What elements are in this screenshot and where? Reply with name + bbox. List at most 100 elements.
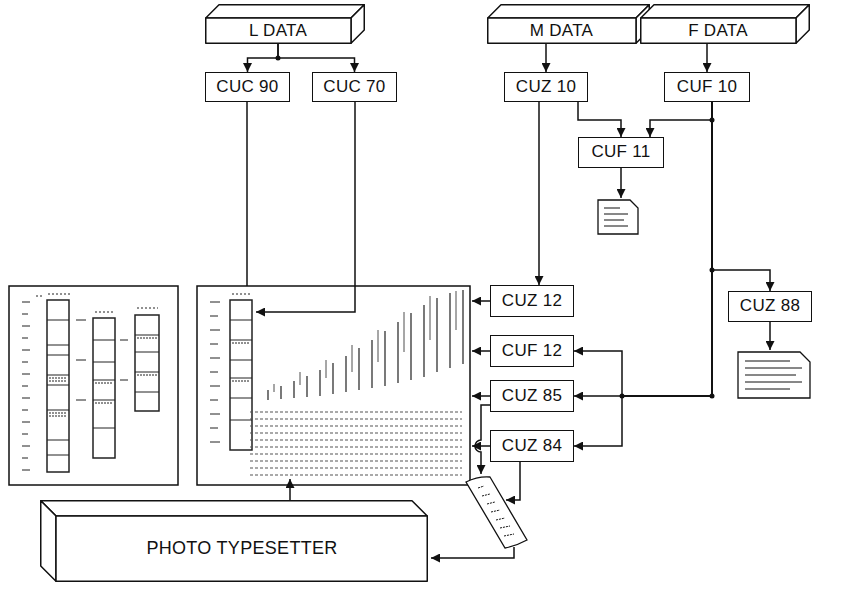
- flow-line: [431, 547, 514, 558]
- process-box: CUC 90: [205, 72, 290, 102]
- process-box: CUZ 85: [490, 380, 574, 412]
- slab-face: [56, 516, 427, 581]
- junction-dot: [276, 56, 281, 61]
- data-file-box: F DATA: [640, 4, 810, 44]
- process-box: CUZ 88: [728, 291, 812, 322]
- log-sketch: [49, 378, 67, 416]
- log-sketch: [210, 302, 220, 442]
- slab-face: [206, 5, 365, 18]
- data-file-box: M DATA: [487, 4, 650, 44]
- device-box: PHOTO TYPESETTER: [40, 500, 428, 582]
- process-box: CUF 12: [490, 335, 574, 367]
- slab-face: [41, 501, 428, 516]
- slab-face: [641, 18, 796, 43]
- junction-dot: [710, 118, 715, 123]
- flow-connector: [578, 102, 621, 137]
- flow-connector: [545, 44, 547, 72]
- flow-connector: [574, 102, 712, 396]
- slab-face: [41, 501, 56, 582]
- text-block-sketch: [250, 412, 462, 475]
- log-sketch: [137, 338, 157, 375]
- log-sketch: [22, 302, 30, 470]
- slab-face: [641, 5, 810, 18]
- log-panel: [197, 286, 470, 485]
- node-label: CUF 11: [591, 143, 650, 162]
- log-sketch: [93, 340, 115, 428]
- process-box: CUF 10: [664, 72, 750, 102]
- data-file-box: L DATA: [205, 4, 365, 44]
- flow-line: [620, 168, 622, 198]
- flow-connector: [278, 44, 355, 72]
- log-sketch: [230, 320, 252, 420]
- slab-face: [488, 18, 636, 43]
- node-label: CUZ 84: [502, 437, 562, 456]
- log-sketch: [232, 343, 250, 381]
- printout-symbol: [745, 361, 802, 389]
- flow-line: [506, 462, 520, 500]
- node-label: CUZ 10: [516, 78, 576, 97]
- log-sketch: [36, 294, 158, 312]
- depth-bars: [268, 290, 463, 400]
- junction-dot: [710, 268, 715, 273]
- node-label: CUF 12: [502, 342, 562, 361]
- node-label: M DATA: [530, 22, 594, 41]
- node-label: PHOTO TYPESETTER: [146, 539, 337, 559]
- depth-bars: [268, 290, 463, 400]
- log-panel: [9, 286, 178, 485]
- flow-line: [769, 322, 771, 350]
- log-sketch: [135, 335, 159, 392]
- log-sketch: [22, 294, 159, 472]
- node-label: CUZ 85: [502, 387, 562, 406]
- log-sketch: [230, 300, 252, 450]
- log-sketch: [47, 320, 69, 455]
- log-sketch: [47, 300, 69, 472]
- flow-connector: [248, 44, 279, 72]
- node-label: CUC 90: [216, 78, 278, 97]
- slab-face: [206, 18, 351, 43]
- slab-face: [796, 5, 809, 44]
- slab-face: [351, 5, 364, 44]
- flow-connector: [574, 102, 712, 446]
- log-sketch: [76, 320, 128, 400]
- paper-tape: [478, 486, 514, 536]
- flow-line: [256, 102, 355, 312]
- flow-connector: [574, 102, 712, 396]
- flow-connector: [538, 102, 540, 285]
- flow-line: [472, 395, 490, 397]
- node-label: CUF 10: [677, 78, 737, 97]
- process-box: CUZ 12: [490, 285, 574, 317]
- depth-bars: [274, 291, 456, 392]
- log-sketch: [135, 315, 159, 411]
- flow-connector: [706, 44, 708, 72]
- text-block-sketch: [250, 412, 462, 475]
- log-sketch: [95, 383, 113, 403]
- log-sketch: [232, 294, 252, 295]
- flow-line: [475, 405, 490, 474]
- node-label: CUC 70: [323, 78, 385, 97]
- process-box: CUZ 10: [504, 72, 588, 102]
- printout-symbol: [598, 200, 810, 398]
- flow-line: [247, 102, 770, 558]
- printout-symbol: [604, 208, 628, 226]
- flow-line: [246, 102, 248, 286]
- flow-connector: [650, 102, 712, 137]
- paper-tape: [466, 477, 527, 548]
- paper-tape: [466, 477, 527, 548]
- process-box: CUZ 84: [490, 430, 574, 462]
- junction-dot: [710, 394, 715, 399]
- node-label: L DATA: [249, 22, 307, 41]
- process-box: CUF 11: [578, 137, 664, 168]
- flow-line: [289, 479, 291, 500]
- log-sketch: [93, 318, 115, 458]
- process-box: CUC 70: [312, 72, 397, 102]
- flow-line: [472, 350, 490, 352]
- flow-connector: [712, 102, 770, 291]
- slab-face: [488, 5, 650, 18]
- flow-line: [472, 300, 490, 302]
- node-label: CUZ 12: [502, 292, 562, 311]
- log-panel: [9, 286, 470, 485]
- printout-symbol: [738, 352, 810, 398]
- log-sketch: [210, 294, 252, 450]
- node-label: F DATA: [688, 22, 748, 41]
